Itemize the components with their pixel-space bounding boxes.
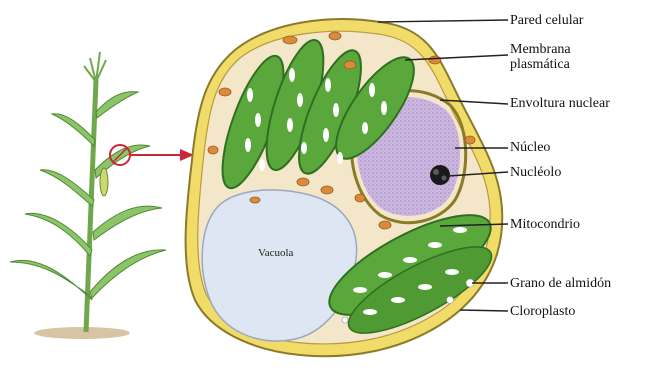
plant-leaf [10, 260, 92, 300]
label-mitochondrion: Mitocondrio [510, 217, 580, 232]
mitochondrion [379, 221, 391, 229]
plant-leaf [40, 170, 94, 206]
plant-leaf [52, 114, 95, 146]
plant-tassel [84, 52, 106, 82]
corn-ear [100, 168, 108, 196]
label-chloroplast: Cloroplasto [510, 304, 575, 319]
mitochondrion [283, 36, 297, 44]
mitochondrion [465, 136, 475, 144]
plant-leaf [93, 206, 162, 240]
soil [34, 327, 130, 339]
mitochondrion [329, 32, 341, 40]
mitochondrion [355, 194, 365, 202]
plant-leaf [25, 213, 92, 256]
starch-grain [447, 297, 454, 304]
nucleolus [430, 165, 450, 185]
leader-chloroplast [460, 310, 508, 311]
mitochondrion [429, 56, 441, 64]
mitochondrion [219, 88, 231, 96]
plant-cell [186, 19, 504, 356]
mitochondrion [297, 178, 309, 186]
mitochondrion [321, 186, 333, 194]
label-plasma-membrane-line2: plasmática [510, 57, 571, 72]
label-nucleolus: Nucléolo [510, 165, 561, 180]
label-cell-wall: Pared celular [510, 13, 583, 28]
plant-leaf [96, 92, 138, 118]
mitochondrion [208, 146, 218, 154]
label-starch-grain: Grano de almidón [510, 276, 611, 291]
starch-grain [342, 317, 348, 323]
label-plasma-membrane-line1: Membrana [510, 42, 571, 57]
label-nucleus: Núcleo [510, 140, 550, 155]
label-nuclear-envelope: Envoltura nuclear [510, 96, 610, 111]
label-vacuole: Vacuola [258, 247, 293, 259]
corn-plant [10, 52, 166, 339]
plant-leaf [90, 250, 166, 298]
mitochondrion [344, 61, 356, 69]
mitochondrion [250, 197, 260, 203]
leader-cell-wall [378, 20, 508, 22]
label-plasma-membrane: Membrana plasmática [510, 42, 571, 72]
